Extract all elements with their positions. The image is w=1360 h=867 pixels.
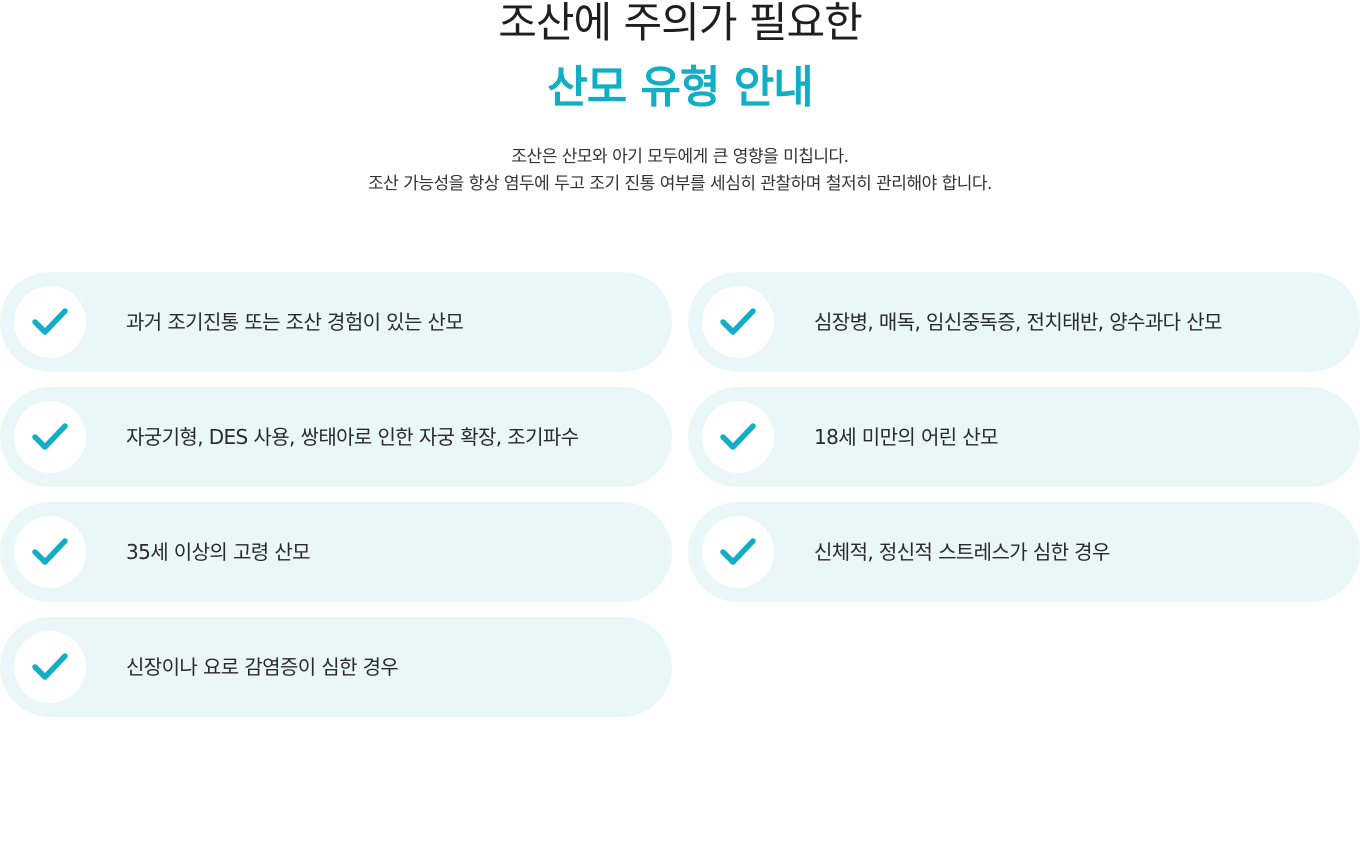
risk-item-label: 자궁기형, DES 사용, 쌍태아로 인한 자궁 확장, 조기파수 (126, 425, 579, 449)
description-line-2: 조산 가능성을 항상 염두에 두고 조기 진통 여부를 세심히 관찰하며 철저히… (368, 174, 992, 194)
risk-item-card: 35세 이상의 고령 산모 (0, 502, 672, 602)
intro-description: 조산은 산모와 아기 모두에게 큰 영향을 미칩니다. 조산 가능성을 항상 염… (0, 144, 1360, 198)
page-subtitle: 산모 유형 안내 (547, 62, 814, 113)
description-line-1: 조산은 산모와 아기 모두에게 큰 영향을 미칩니다. (511, 147, 849, 167)
page-title: 조산에 주의가 필요한 (498, 0, 862, 47)
check-icon (720, 423, 756, 450)
check-badge (14, 631, 86, 703)
risk-item-card: 18세 미만의 어린 산모 (688, 387, 1360, 487)
check-icon (720, 538, 756, 565)
risk-item-label: 18세 미만의 어린 산모 (814, 425, 999, 449)
check-badge (702, 286, 774, 358)
risk-item-label: 신장이나 요로 감염증이 심한 경우 (126, 655, 399, 679)
check-badge (14, 401, 86, 473)
risk-item-label: 과거 조기진통 또는 조산 경험이 있는 산모 (126, 310, 464, 334)
check-icon (32, 308, 68, 335)
check-icon (32, 653, 68, 680)
risk-item-card: 신체적, 정신적 스트레스가 심한 경우 (688, 502, 1360, 602)
check-icon (32, 423, 68, 450)
check-badge (14, 286, 86, 358)
check-badge (702, 401, 774, 473)
risk-item-card: 신장이나 요로 감염증이 심한 경우 (0, 617, 672, 717)
risk-item-card: 심장병, 매독, 임신중독증, 전치태반, 양수과다 산모 (688, 272, 1360, 372)
check-badge (702, 516, 774, 588)
risk-item-card: 자궁기형, DES 사용, 쌍태아로 인한 자궁 확장, 조기파수 (0, 387, 672, 487)
check-badge (14, 516, 86, 588)
check-icon (32, 538, 68, 565)
check-icon (720, 308, 756, 335)
risk-item-label: 신체적, 정신적 스트레스가 심한 경우 (814, 540, 1110, 564)
risk-item-card: 과거 조기진통 또는 조산 경험이 있는 산모 (0, 272, 672, 372)
risk-item-label: 심장병, 매독, 임신중독증, 전치태반, 양수과다 산모 (814, 310, 1222, 334)
risk-item-label: 35세 이상의 고령 산모 (126, 540, 311, 564)
